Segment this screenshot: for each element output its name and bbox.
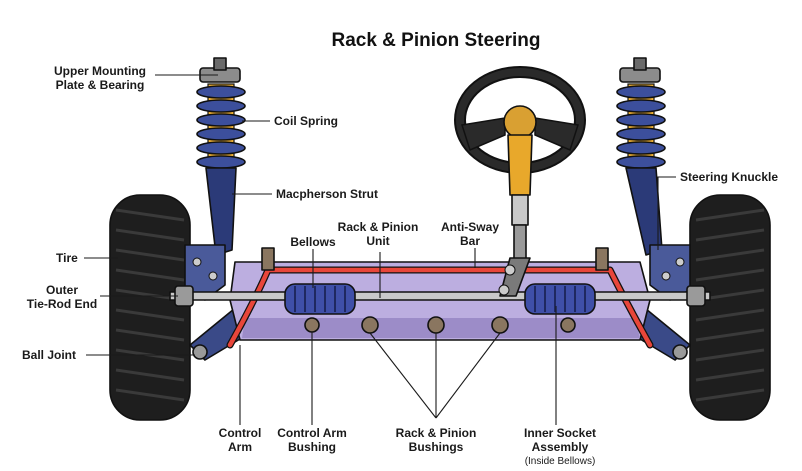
left-macpherson-strut xyxy=(205,167,237,256)
label-outer-tie-rod-2: Tie-Rod End xyxy=(27,297,97,311)
label-upper-mounting-2: Plate & Bearing xyxy=(56,78,145,92)
right-tire xyxy=(689,194,771,421)
label-control-arm-bushing-1: Control Arm xyxy=(277,426,347,440)
left-bellows xyxy=(284,283,356,315)
label-inner-socket-3: (Inside Bellows) xyxy=(525,456,596,467)
label-ball-joint: Ball Joint xyxy=(22,348,76,362)
anti-sway-bar xyxy=(226,247,654,349)
right-strut-assembly xyxy=(616,57,691,301)
label-upper-mounting-1: Upper Mounting xyxy=(54,64,146,78)
label-bellows: Bellows xyxy=(290,235,336,249)
label-tire: Tire xyxy=(56,251,78,265)
leader-lines xyxy=(84,74,676,425)
right-macpherson-strut xyxy=(625,167,663,256)
right-coil-spring xyxy=(616,83,666,169)
diagram-title: Rack & Pinion Steering xyxy=(331,30,540,51)
label-steering-knuckle: Steering Knuckle xyxy=(680,170,778,184)
rack-pinion-bushings xyxy=(361,316,509,334)
label-anti-sway-1: Anti-Sway xyxy=(441,220,499,234)
label-control-arm-2: Arm xyxy=(228,440,252,454)
right-control-arm-bushing xyxy=(560,317,576,333)
label-control-arm-1: Control xyxy=(219,426,262,440)
label-rack-pinion-unit-1: Rack & Pinion xyxy=(338,220,419,234)
left-tire xyxy=(109,194,191,421)
right-bellows xyxy=(524,283,596,315)
left-coil-spring xyxy=(196,83,246,169)
label-rack-pinion-unit-2: Unit xyxy=(366,234,389,248)
label-coil-spring: Coil Spring xyxy=(274,114,338,128)
label-anti-sway-2: Bar xyxy=(460,234,480,248)
label-inner-socket-2: Assembly xyxy=(532,440,589,454)
right-ball-joint xyxy=(672,344,688,360)
label-macpherson-strut: Macpherson Strut xyxy=(276,187,378,201)
right-outer-tie-rod-end xyxy=(686,285,706,307)
steering-column xyxy=(498,134,533,297)
label-control-arm-bushing-2: Bushing xyxy=(288,440,336,454)
left-ball-joint xyxy=(192,344,208,360)
label-inner-socket-1: Inner Socket xyxy=(524,426,596,440)
left-strut-assembly xyxy=(184,57,246,301)
labels: Upper Mounting Plate & Bearing Coil Spri… xyxy=(22,64,778,467)
label-rp-bushings-2: Bushings xyxy=(409,440,464,454)
label-rp-bushings-1: Rack & Pinion xyxy=(396,426,477,440)
label-outer-tie-rod-1: Outer xyxy=(46,283,78,297)
control-arm-bushing xyxy=(304,317,320,333)
